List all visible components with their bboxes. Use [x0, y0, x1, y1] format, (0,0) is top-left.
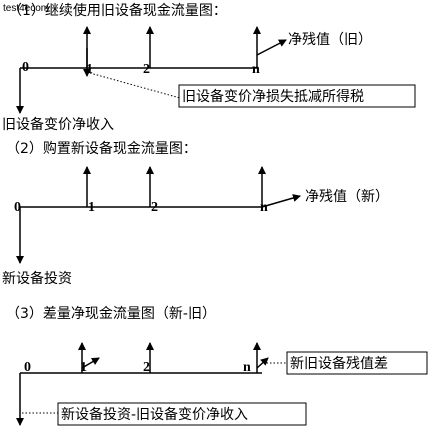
section-1-tick-0: 0	[22, 60, 29, 75]
section-1-residual-label: 净残值（旧）	[288, 32, 372, 48]
section-2-tick-1: 1	[88, 200, 95, 215]
section-1: （1）继续使用旧设备现金流量图： 0 1 2 n 净残值（旧） 旧设备变价净损失…	[2, 2, 416, 133]
section-3-adjust-arrow-n	[256, 357, 269, 369]
section-3-residual-box-label: 新旧设备残值差	[290, 355, 388, 372]
section-3: （3）差量净现金流量图（新-旧） 0 1 2 n 新旧设备残值差 新设备投资-旧…	[6, 306, 428, 426]
section-2-outflow-label: 新设备投资	[2, 270, 72, 287]
section-3-adjust-arrow-1	[81, 357, 100, 369]
section-1-tax-box-label: 旧设备变价净损失抵减所得税	[182, 88, 364, 105]
section-2-residual-arrow	[261, 194, 301, 208]
section-2-tick-2: 2	[151, 200, 158, 215]
watermark: test4ecom	[3, 3, 49, 14]
section-1-tick-1: 1	[86, 62, 93, 77]
section-2-tick-n: n	[260, 200, 268, 215]
section-2-tick-0: 0	[14, 200, 21, 215]
section-1-tick-2: 2	[143, 62, 150, 77]
section-3-title: （3）差量净现金流量图（新-旧）	[6, 306, 216, 322]
section-2-residual-label: 净残值（新）	[305, 189, 389, 205]
section-3-tick-1: 1	[80, 360, 87, 375]
section-1-tick-n: n	[252, 62, 260, 77]
section-1-tax-box	[178, 84, 416, 108]
section-1-outflow-label: 旧设备变价净收入	[2, 116, 114, 133]
section-2: （2）购置新设备现金流量图： 0 1 2 n 净残值（新） 新设备投资	[2, 140, 389, 287]
section-3-tick-2: 2	[143, 360, 150, 375]
section-2-title: （2）购置新设备现金流量图：	[6, 140, 197, 157]
section-3-investment-box	[57, 402, 307, 426]
section-1-tax-leader	[89, 72, 181, 99]
section-1-title: （1）继续使用旧设备现金流量图：	[8, 2, 227, 19]
section-3-tick-0: 0	[24, 360, 31, 375]
section-3-residual-box	[286, 351, 428, 375]
section-1-residual-arrow	[256, 39, 287, 56]
section-3-investment-box-label: 新设备投资-旧设备变价净收入	[61, 406, 248, 423]
section-3-tick-n: n	[243, 360, 251, 375]
